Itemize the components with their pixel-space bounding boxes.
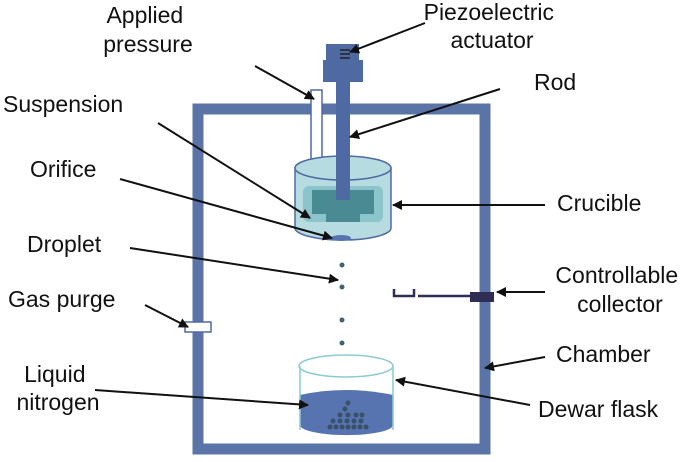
- label-suspension: Suspension: [3, 91, 123, 117]
- rod: [336, 82, 350, 200]
- frozen-particles: [327, 400, 369, 430]
- crucible: [294, 155, 392, 241]
- dewar-flask: [298, 354, 394, 436]
- label-rod: Rod: [534, 69, 576, 95]
- suspension: [312, 190, 374, 222]
- label-piezo: Piezoelectric actuator: [424, 0, 561, 53]
- label-gas-purge: Gas purge: [8, 286, 115, 312]
- gas-purge-port: [184, 321, 212, 333]
- collector: [392, 289, 494, 302]
- pressure-tube: [310, 89, 323, 167]
- label-applied-pressure: Applied pressure: [103, 2, 192, 57]
- droplets: [339, 262, 345, 346]
- leader-lines: [94, 22, 546, 410]
- label-collector: Controllable collector: [555, 262, 684, 317]
- orifice: [331, 235, 351, 241]
- label-chamber: Chamber: [556, 341, 651, 367]
- label-liquid-nitrogen: Liquid nitrogen: [16, 361, 99, 415]
- label-dewar: Dewar flask: [538, 396, 659, 422]
- label-droplet: Droplet: [27, 231, 102, 257]
- label-orifice: Orifice: [30, 156, 96, 182]
- label-crucible: Crucible: [557, 190, 641, 216]
